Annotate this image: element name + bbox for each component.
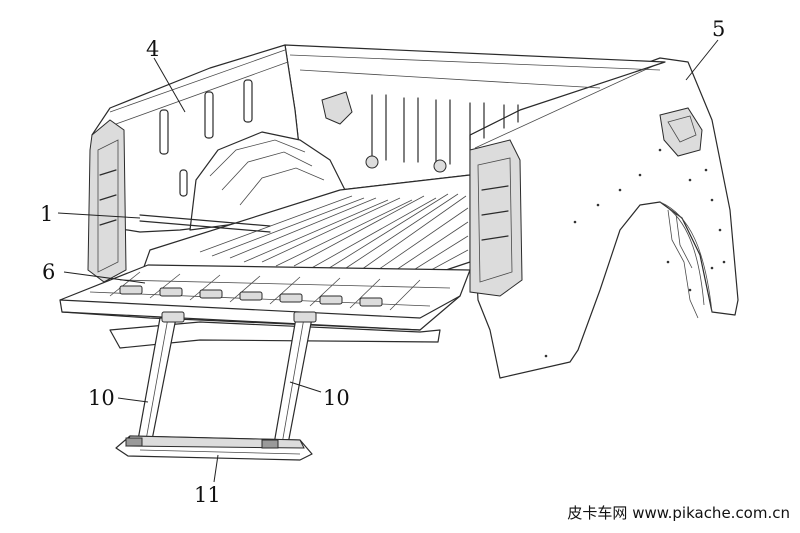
rear-bumper	[109, 321, 441, 349]
floor-ribs	[199, 193, 469, 277]
watermark-text: 皮卡车网 www.pikache.com.cn	[567, 504, 790, 522]
callout-11: 11	[194, 483, 221, 507]
callout-10-left: 10	[88, 386, 115, 410]
right-tail-pillar	[469, 139, 523, 297]
callout-5: 5	[712, 17, 725, 41]
tailgate-cutouts	[119, 285, 383, 307]
callout-6: 6	[42, 260, 55, 284]
front-wall-ribs	[371, 94, 519, 165]
left-tail-pillar	[87, 119, 127, 283]
callout-1: 1	[40, 202, 53, 226]
tailgate	[59, 264, 471, 331]
left-wall-slots	[159, 79, 253, 197]
callout-4: 4	[146, 37, 159, 61]
panel-rivets	[544, 148, 726, 358]
callout-10-right: 10	[323, 386, 350, 410]
